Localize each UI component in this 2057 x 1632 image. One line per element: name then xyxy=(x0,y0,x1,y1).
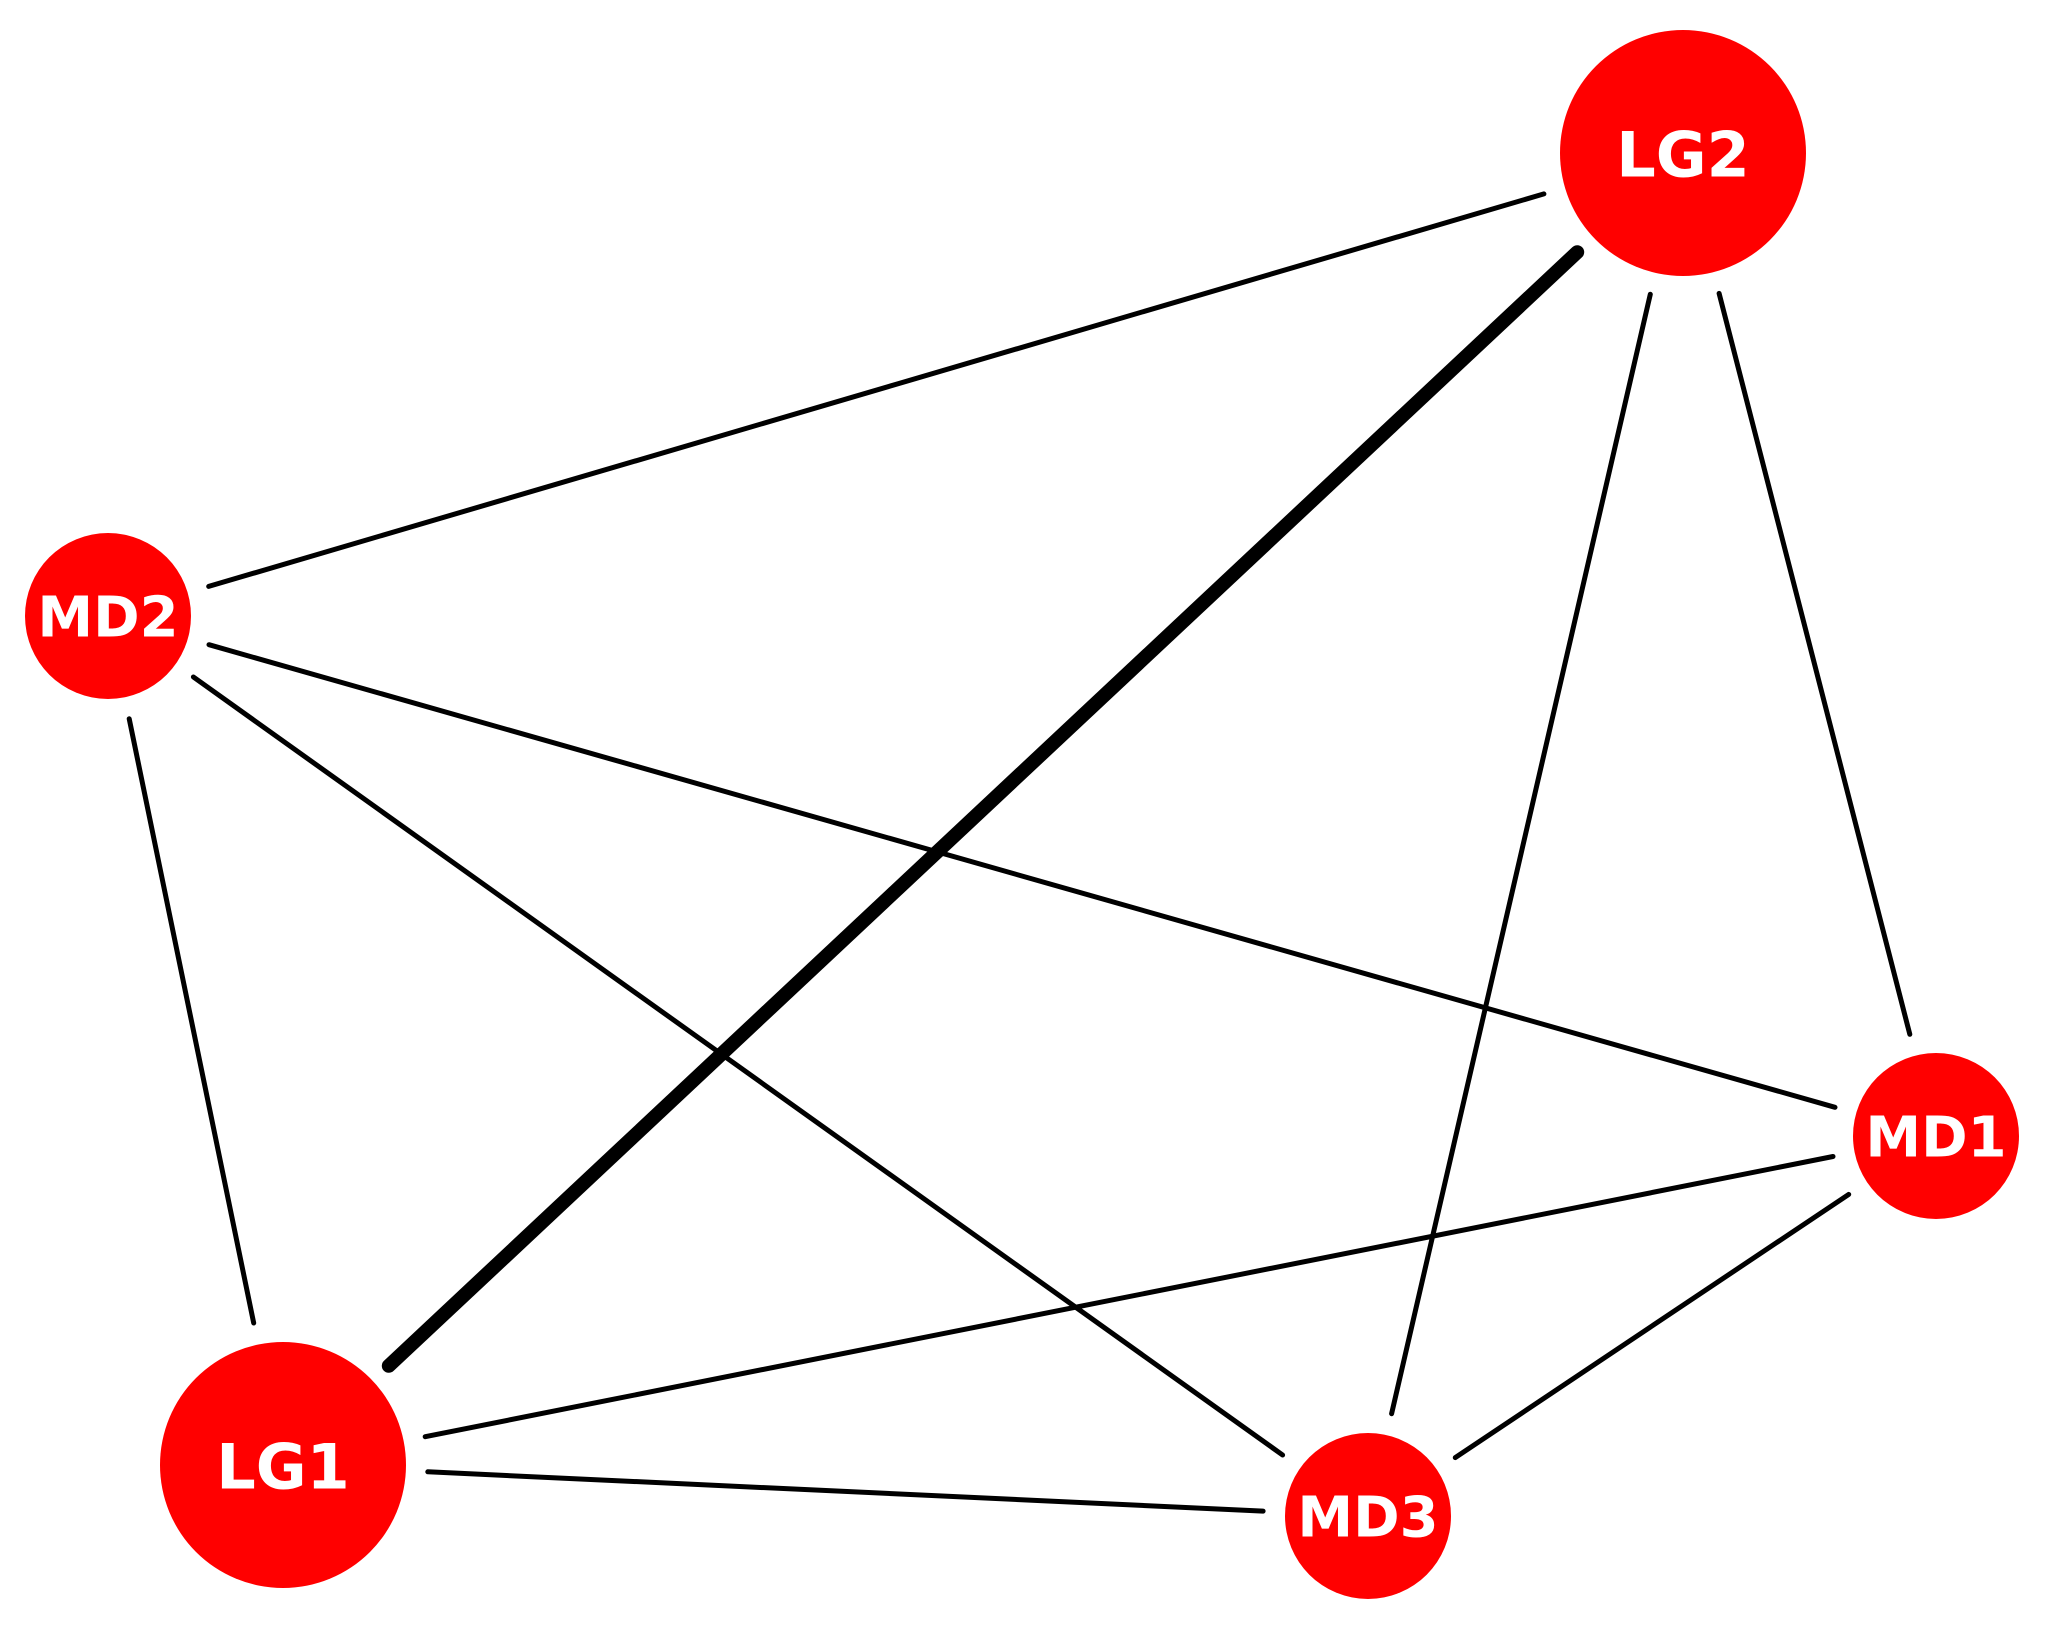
edges-layer xyxy=(126,191,1913,1514)
node-md1: MD1 xyxy=(1853,1053,2019,1219)
edge-md2-md1 xyxy=(206,642,1838,1110)
edge-lg1-lg2 xyxy=(381,245,1585,1373)
edge-md3-md1 xyxy=(1452,1191,1852,1461)
node-label-md1: MD1 xyxy=(1865,1106,2006,1171)
node-circle-md1 xyxy=(1853,1053,2019,1219)
node-lg1: LG1 xyxy=(160,1342,406,1588)
node-lg2: LG2 xyxy=(1560,30,1806,276)
node-circle-md2 xyxy=(25,533,191,699)
node-circle-lg2 xyxy=(1560,30,1806,276)
node-circle-md3 xyxy=(1285,1433,1451,1599)
edge-md3-lg2 xyxy=(1389,291,1653,1417)
node-md3: MD3 xyxy=(1285,1433,1451,1599)
node-md2: MD2 xyxy=(25,533,191,699)
edge-md2-md3 xyxy=(190,674,1286,1458)
node-label-md2: MD2 xyxy=(37,586,178,651)
node-label-md3: MD3 xyxy=(1297,1486,1438,1551)
node-circle-lg1 xyxy=(160,1342,406,1588)
edge-md2-lg1 xyxy=(126,716,257,1326)
edge-md1-lg2 xyxy=(1716,290,1913,1037)
node-label-lg1: LG1 xyxy=(216,1431,350,1504)
node-label-lg2: LG2 xyxy=(1616,119,1750,192)
edge-md2-lg2 xyxy=(206,191,1547,589)
edge-lg1-md1 xyxy=(422,1154,1836,1440)
edge-lg1-md3 xyxy=(425,1469,1266,1514)
